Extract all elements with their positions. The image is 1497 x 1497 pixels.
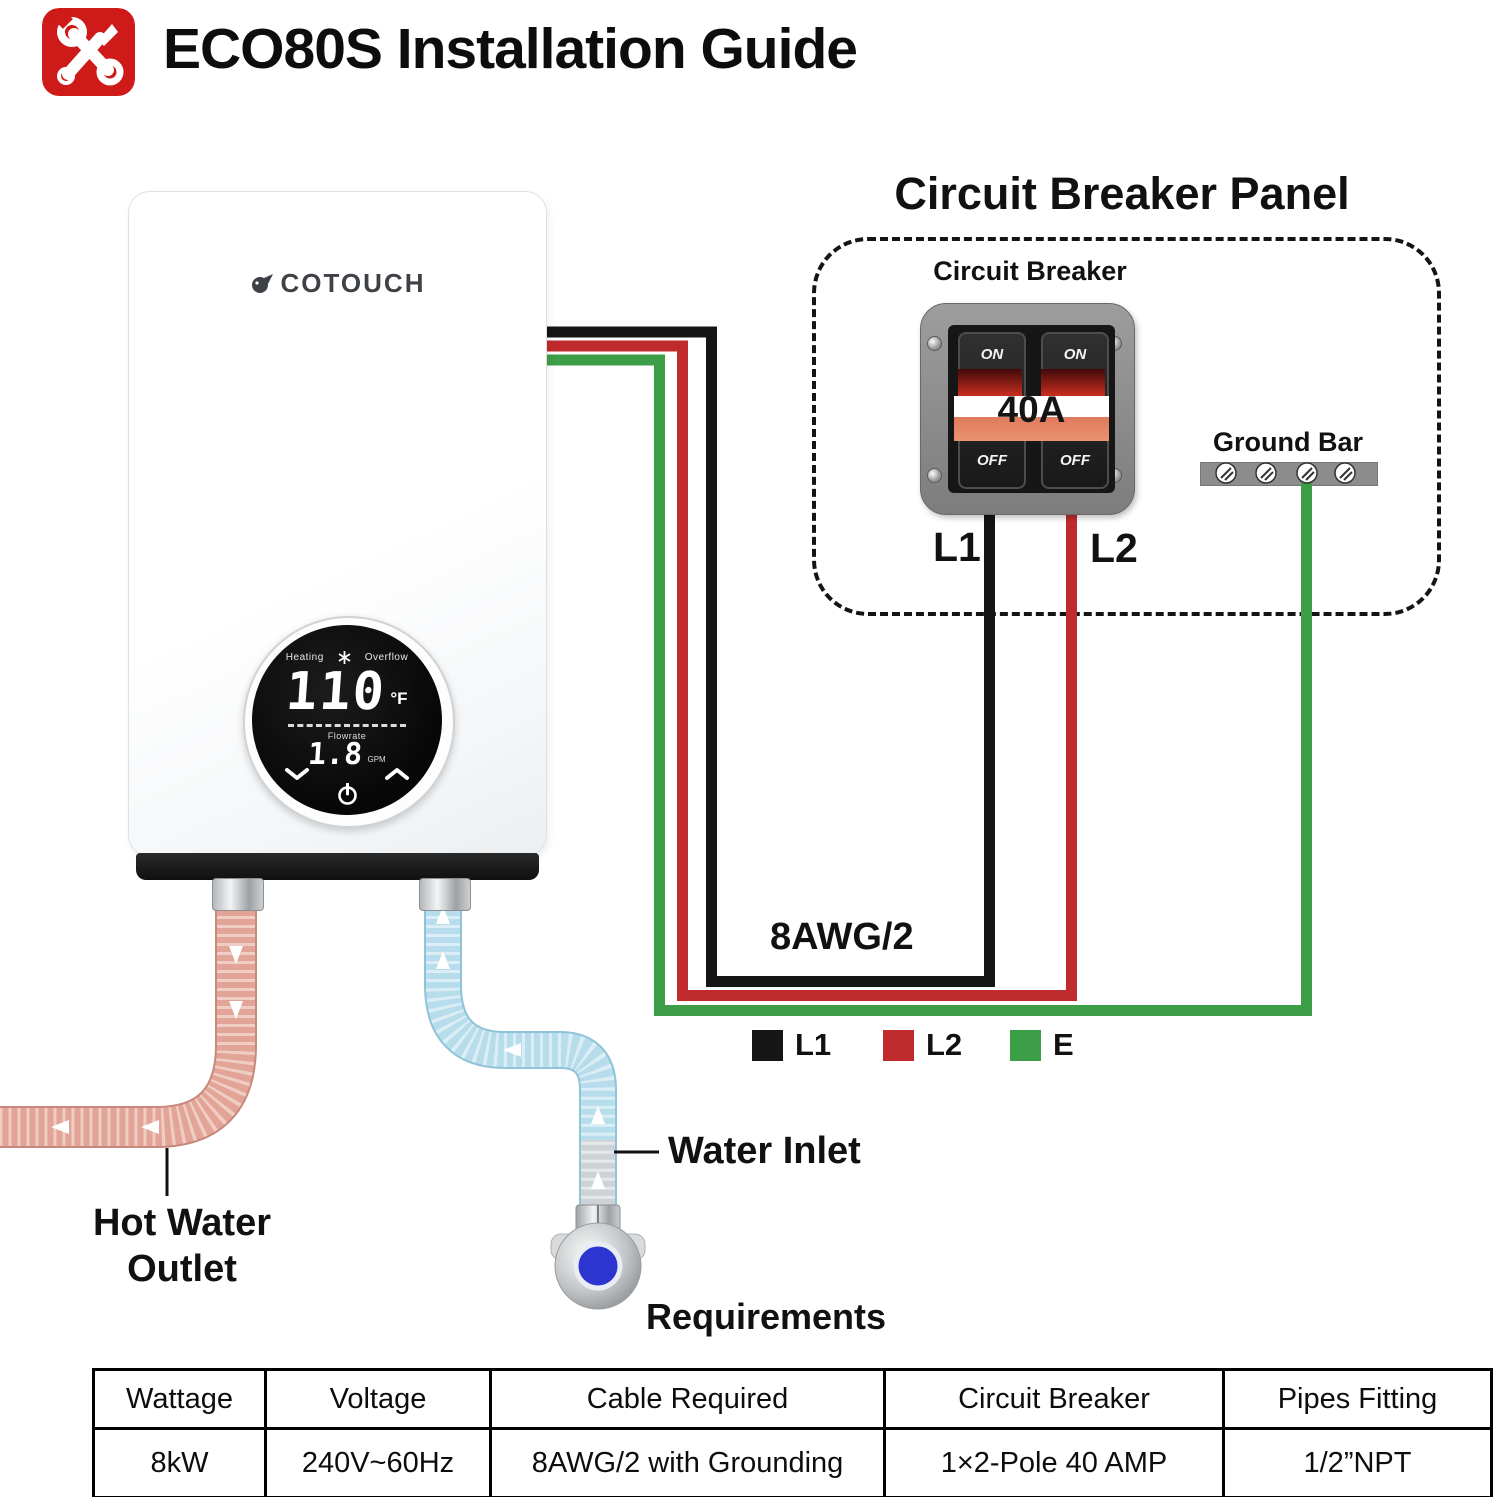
water-inlet-label: Water Inlet [668,1130,861,1172]
hot-water-pipe [0,898,257,1148]
legend-item-e: E [1010,1027,1074,1063]
header-cell: Voltage [264,1368,492,1430]
value-cell: 8kW [92,1427,267,1497]
amperage-rating: 40A [997,389,1066,430]
heater-base-trim [136,853,539,880]
breaker-handle-right [1041,369,1105,396]
brand-name: COTOUCH [280,268,426,298]
l1-wire-label: L1 [933,524,981,570]
water-heater-unit: COTOUCH Heating Overflow 110 °F Flowrate [128,191,547,880]
requirements-value-row: 8kW 240V~60Hz 8AWG/2 with Grounding 1×2-… [92,1427,1493,1497]
breaker-handle-left [958,369,1022,396]
flowrate-readout: 1.8 [307,737,364,772]
flowrate-label: Flowrate [327,731,367,741]
value-cell: 240V~60Hz [264,1427,492,1497]
supply-wires [545,326,1312,1016]
hot-flow-arrows [51,946,243,1134]
brand-logo: COTOUCH [129,268,546,299]
dolphin-logo-icon [251,273,273,293]
l1-color-swatch [752,1029,783,1061]
ground-bar-label: Ground Bar [1212,427,1363,457]
circuit-breaker-panel-outline [812,237,1441,616]
legend-item-l1: L1 [752,1027,831,1063]
snowflake-icon [338,651,351,664]
breaker-screw [927,468,942,483]
inlet-fitting-nut [419,878,471,911]
requirements-header-row: Wattage Voltage Cable Required Circuit B… [92,1368,1493,1430]
flowrate-unit: GPM [367,754,386,764]
display-divider [288,724,406,727]
control-display-ring: Heating Overflow 110 °F Flowrate 1.8 GPM [243,616,455,828]
requirements-table: Wattage Voltage Cable Required Circuit B… [92,1368,1493,1497]
off-label: OFF [977,452,1007,469]
breaker-face: ON OFF ON OFF 40A [948,325,1115,493]
temp-up-button[interactable] [384,767,410,781]
power-button[interactable] [336,783,359,806]
inlet-flow-arrows [436,906,605,1189]
outlet-fitting-nut [212,878,264,911]
requirements-title: Requirements [645,1296,887,1337]
circuit-breaker-label: Circuit Breaker [933,256,1127,286]
legend-l2-label: L2 [926,1027,963,1062]
water-inlet-pipe [424,898,617,1225]
control-display: Heating Overflow 110 °F Flowrate 1.8 GPM [252,625,442,815]
temp-down-button[interactable] [284,767,310,781]
legend-l1-label: L1 [795,1027,832,1062]
header-cell: Circuit Breaker [883,1368,1225,1430]
page-title: ECO80S Installation Guide [163,17,858,81]
e-color-swatch [1010,1029,1041,1061]
ground-bar-screws [1215,462,1356,484]
temperature-readout: 110 [284,662,389,722]
hot-water-outlet-label: Hot Water Outlet [92,1202,272,1290]
l2-color-swatch [883,1029,914,1061]
value-cell: 1/2”NPT [1222,1427,1493,1497]
legend-e-label: E [1053,1027,1074,1062]
on-label: ON [980,346,1004,363]
tools-icon [42,8,135,96]
wire-green-E [545,354,1312,1016]
heating-status-label: Heating [285,652,324,663]
breaker-handle-lower [954,417,1109,441]
value-cell: 1×2-Pole 40 AMP [883,1427,1225,1497]
value-cell: 8AWG/2 with Grounding [489,1427,886,1497]
panel-title: Circuit Breaker Panel [894,168,1350,219]
legend-item-l2: L2 [883,1027,962,1063]
header-cell: Cable Required [489,1368,886,1430]
breaker-screw [927,336,942,351]
l2-wire-label: L2 [1090,525,1138,571]
cable-gauge-label: 8AWG/2 [770,916,914,958]
header-cell: Pipes Fitting [1222,1368,1493,1430]
inlet-valve [550,1204,646,1310]
on-label: ON [1063,346,1087,363]
wire-red-L2 [545,340,1077,1001]
off-label: OFF [1060,452,1090,469]
breaker-rating-stripe [954,396,1109,417]
temperature-unit: °F [390,689,408,708]
wire-black-L1 [545,326,995,987]
circuit-breaker-device: ON OFF ON OFF 40A [920,303,1135,515]
overflow-status-label: Overflow [364,652,409,663]
header-cell: Wattage [92,1368,267,1430]
